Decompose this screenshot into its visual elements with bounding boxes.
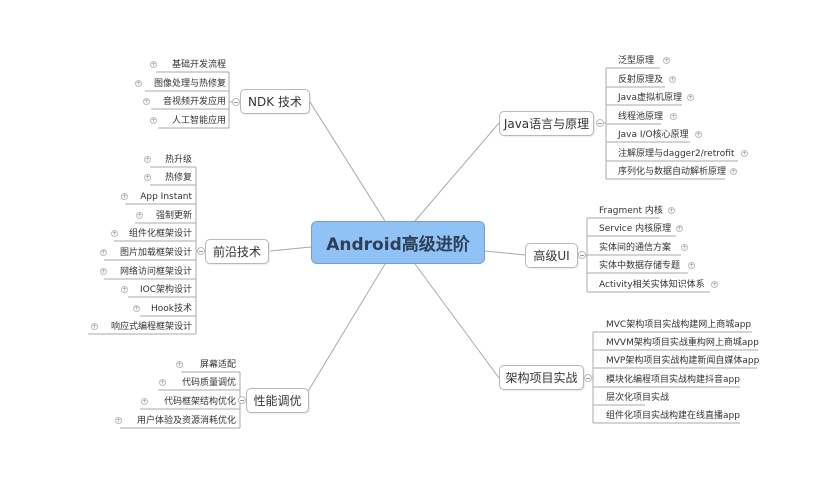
leaf-item[interactable]: 热修复 bbox=[164, 173, 192, 183]
leaf-item[interactable]: MVVM架构项目实战重构网上商城app bbox=[606, 338, 759, 348]
collapse-icon[interactable] bbox=[238, 396, 246, 404]
branch-java[interactable]: Java语言与原理 bbox=[499, 111, 594, 136]
expand-icon[interactable]: + bbox=[115, 417, 122, 424]
expand-icon[interactable]: + bbox=[695, 131, 702, 138]
leaf-item[interactable]: 音视频开发应用 bbox=[162, 97, 226, 107]
branch-advanced-ui-label: 高级UI bbox=[533, 249, 570, 263]
leaf-item[interactable]: Hook技术 bbox=[151, 304, 192, 314]
leaf-item[interactable]: 基础开发流程 bbox=[171, 60, 226, 70]
leaf-item[interactable]: Service 内核原理 bbox=[599, 224, 672, 234]
branch-performance[interactable]: 性能调优 bbox=[246, 388, 309, 413]
expand-icon[interactable]: + bbox=[150, 117, 157, 124]
branch-advanced-ui[interactable]: 高级UI bbox=[525, 243, 578, 268]
expand-icon[interactable]: + bbox=[176, 361, 183, 368]
branch-performance-label: 性能调优 bbox=[253, 394, 302, 408]
branch-frontier-label: 前沿技术 bbox=[212, 245, 261, 259]
leaf-item[interactable]: 响应式编程框架设计 bbox=[110, 322, 192, 332]
leaf-item[interactable]: Fragment 内核 bbox=[599, 206, 663, 216]
expand-icon[interactable]: + bbox=[681, 244, 688, 251]
central-topic-label: Android高级进阶 bbox=[326, 235, 470, 255]
leaf-item[interactable]: 图片加载框架设计 bbox=[119, 248, 192, 258]
branch-ndk[interactable]: NDK 技术 bbox=[240, 89, 310, 114]
central-topic[interactable]: Android高级进阶 bbox=[311, 221, 485, 264]
expand-icon[interactable]: + bbox=[668, 207, 675, 214]
leaf-item[interactable]: 序列化与数据自动解析原理 bbox=[618, 167, 727, 177]
leaf-item[interactable]: MVC架构项目实战构建网上商城app bbox=[606, 320, 752, 330]
expand-icon[interactable]: + bbox=[144, 156, 151, 163]
expand-icon[interactable]: + bbox=[688, 262, 695, 269]
expand-icon[interactable]: + bbox=[100, 249, 107, 256]
leaf-item[interactable]: 层次化项目实战 bbox=[606, 393, 670, 403]
branch-architecture[interactable]: 架构项目实战 bbox=[499, 365, 584, 390]
leaf-item[interactable]: MVP架构项目实战构建新闻自媒体app bbox=[606, 356, 760, 366]
leaf-item[interactable]: 用户体验及资源消耗优化 bbox=[136, 416, 236, 426]
leaf-item[interactable]: 人工智能应用 bbox=[171, 116, 226, 126]
expand-icon[interactable]: + bbox=[111, 230, 118, 237]
leaf-item[interactable]: Activity相关实体知识体系 bbox=[599, 280, 705, 290]
expand-icon[interactable]: + bbox=[133, 305, 140, 312]
leaf-item[interactable]: 屏幕适配 bbox=[199, 360, 236, 370]
expand-icon[interactable]: + bbox=[663, 57, 670, 64]
collapse-icon[interactable] bbox=[596, 119, 604, 127]
expand-icon[interactable]: + bbox=[159, 379, 166, 386]
expand-icon[interactable]: + bbox=[121, 193, 128, 200]
leaf-item[interactable]: 模块化编程项目实战构建抖音app bbox=[606, 375, 740, 385]
expand-icon[interactable]: + bbox=[141, 398, 148, 405]
expand-icon[interactable]: + bbox=[143, 98, 150, 105]
leaf-item[interactable]: Java虚拟机原理 bbox=[618, 93, 683, 103]
leaf-item[interactable]: 线程池原理 bbox=[618, 112, 664, 122]
expand-icon[interactable]: + bbox=[741, 150, 748, 157]
collapse-icon[interactable] bbox=[584, 374, 592, 382]
expand-icon[interactable]: + bbox=[687, 94, 694, 101]
leaf-item[interactable]: 组件化项目实战构建在线直播app bbox=[606, 411, 740, 421]
leaf-item[interactable]: 实体中数据存储专题 bbox=[599, 261, 681, 271]
expand-icon[interactable]: + bbox=[136, 212, 143, 219]
expand-icon[interactable]: + bbox=[91, 323, 98, 330]
leaf-item[interactable]: 实体间的通信方案 bbox=[599, 243, 672, 253]
expand-icon[interactable]: + bbox=[676, 225, 683, 232]
expand-icon[interactable]: + bbox=[144, 174, 151, 181]
leaf-item[interactable]: 强制更新 bbox=[155, 211, 192, 221]
leaf-item[interactable]: 组件化框架设计 bbox=[128, 229, 192, 239]
leaf-item[interactable]: App Instant bbox=[140, 192, 192, 202]
expand-icon[interactable]: + bbox=[150, 61, 157, 68]
leaf-item[interactable]: 热升级 bbox=[164, 155, 192, 165]
leaf-item[interactable]: IOC架构设计 bbox=[139, 285, 192, 295]
expand-icon[interactable]: + bbox=[670, 113, 677, 120]
collapse-icon[interactable] bbox=[578, 251, 586, 259]
collapse-icon[interactable] bbox=[232, 98, 240, 106]
branch-java-label: Java语言与原理 bbox=[503, 117, 590, 131]
leaf-item[interactable]: Java I/O核心原理 bbox=[618, 130, 689, 140]
branch-ndk-label: NDK 技术 bbox=[248, 95, 302, 109]
leaf-item[interactable]: 注解原理与dagger2/retrofit bbox=[618, 149, 735, 159]
branch-architecture-label: 架构项目实战 bbox=[505, 371, 578, 385]
expand-icon[interactable]: + bbox=[135, 80, 142, 87]
leaf-item[interactable]: 代码质量调优 bbox=[181, 378, 236, 388]
expand-icon[interactable]: + bbox=[669, 76, 676, 83]
leaf-item[interactable]: 反射原理及 bbox=[618, 75, 664, 85]
expand-icon[interactable]: + bbox=[100, 268, 107, 275]
leaf-item[interactable]: 网络访问框架设计 bbox=[119, 267, 192, 277]
leaf-item[interactable]: 泛型原理 bbox=[618, 56, 655, 66]
leaf-item[interactable]: 代码框架结构优化 bbox=[163, 397, 236, 407]
expand-icon[interactable]: + bbox=[730, 168, 737, 175]
branch-frontier[interactable]: 前沿技术 bbox=[205, 239, 269, 264]
collapse-icon[interactable] bbox=[197, 247, 205, 255]
expand-icon[interactable]: + bbox=[121, 286, 128, 293]
leaf-item[interactable]: 图像处理与热修复 bbox=[153, 79, 226, 89]
expand-icon[interactable]: + bbox=[711, 281, 718, 288]
